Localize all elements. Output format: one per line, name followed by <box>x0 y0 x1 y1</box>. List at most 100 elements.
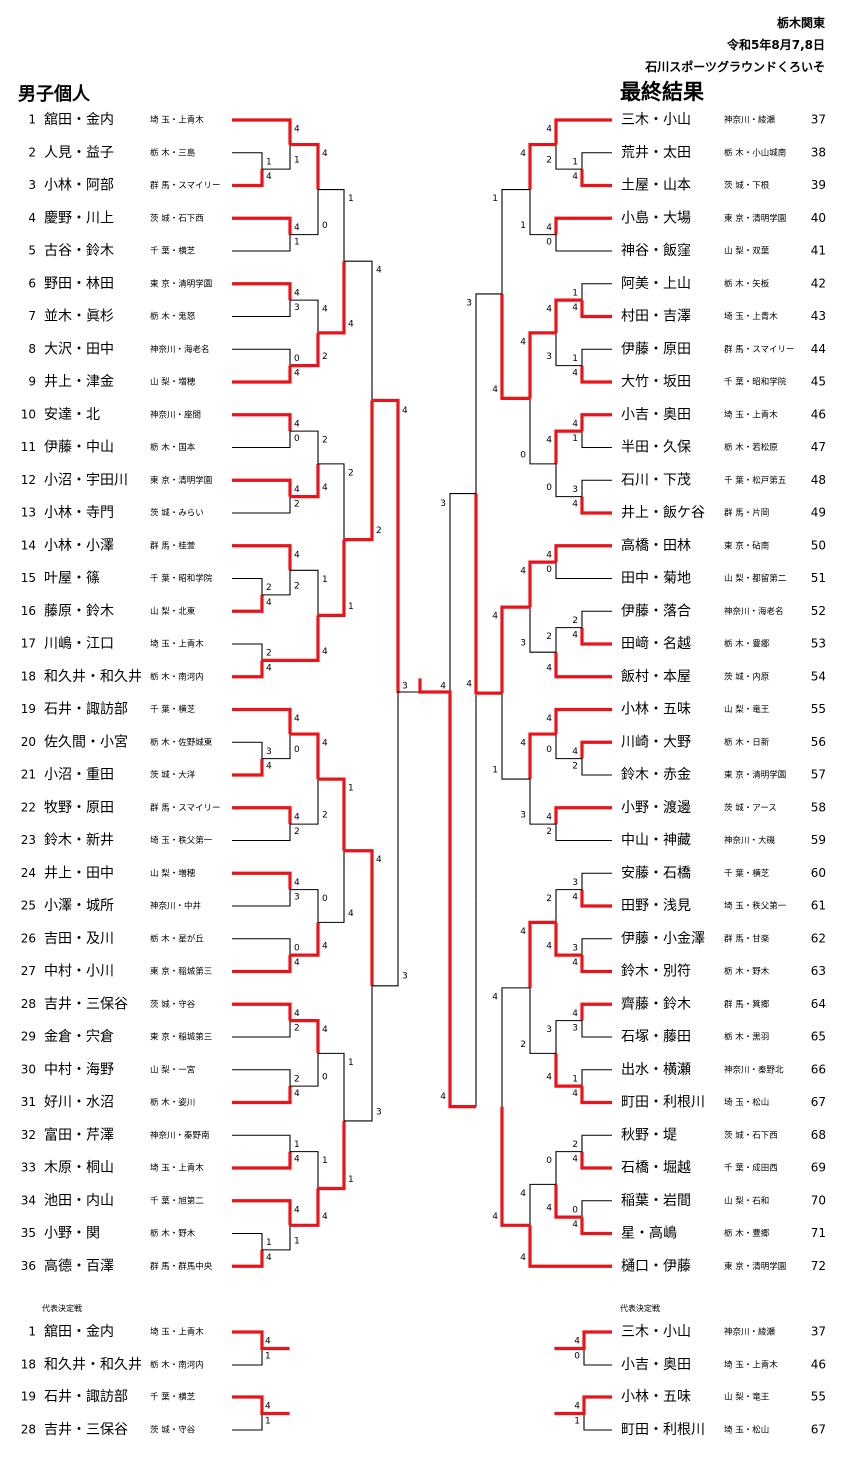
player-club: 千 葉・昭和学院 <box>724 377 787 388</box>
player-number: 30 <box>21 1062 36 1076</box>
bracket-line <box>232 413 292 432</box>
bracket-line <box>290 1188 320 1227</box>
player-number: 64 <box>811 997 826 1011</box>
bracket-line <box>232 871 292 890</box>
player-number: 44 <box>811 342 826 356</box>
bracket-line <box>344 849 374 986</box>
match-score: 1 <box>574 1417 580 1427</box>
match-score: 4 <box>266 1253 272 1263</box>
player-club: 埼 玉・秩父第一 <box>150 835 213 846</box>
player-number: 4 <box>28 211 36 225</box>
player-club: 群 馬・群馬中央 <box>150 1261 213 1272</box>
player-name: 出水・横瀬 <box>621 1062 691 1078</box>
bracket-line <box>582 1330 612 1349</box>
match-score: 4 <box>294 878 300 888</box>
match-score: 4 <box>492 385 498 395</box>
match-score: 4 <box>322 149 328 159</box>
match-score: 4 <box>322 647 328 657</box>
player-club: 神奈川・綾瀬 <box>724 115 776 126</box>
bracket-line <box>554 216 612 235</box>
match-score: 1 <box>294 238 300 248</box>
right-title: 最終結果 <box>620 80 704 104</box>
bracket-line <box>555 144 582 170</box>
match-score: 4 <box>492 612 498 622</box>
match-score: 4 <box>546 942 552 952</box>
player-club: 茨 城・石下西 <box>150 213 204 224</box>
bracket-line <box>290 142 320 190</box>
bracket-line <box>580 300 612 319</box>
player-name: 小林・阿部 <box>44 178 114 194</box>
player-club: 埼 玉・上青木 <box>150 639 204 650</box>
player-number: 66 <box>811 1062 826 1076</box>
bracket-line <box>318 261 346 335</box>
player-name: 好川・水沼 <box>44 1095 114 1111</box>
match-score: 4 <box>492 1212 498 1222</box>
match-score: 1 <box>322 575 328 585</box>
player-number: 49 <box>811 506 826 520</box>
bracket-line <box>232 152 263 170</box>
player-number: 13 <box>21 506 36 520</box>
match-score: 4 <box>294 369 300 379</box>
player-number: 25 <box>21 899 36 913</box>
player-name: 和久井・和久井 <box>44 1357 142 1373</box>
player-name: 小野・関 <box>44 1226 100 1242</box>
player-number: 59 <box>811 833 826 847</box>
match-score: 4 <box>572 500 578 510</box>
player-club: 埼 玉・松山 <box>724 1425 769 1436</box>
bracket-line <box>474 493 502 695</box>
bracket-line <box>554 118 612 145</box>
match-score: 4 <box>546 714 552 724</box>
bracket-line <box>232 300 291 318</box>
player-number: 58 <box>811 800 826 814</box>
match-score: 4 <box>572 419 578 429</box>
match-score: 3 <box>294 303 300 313</box>
player-club: 東 京・清明学園 <box>150 278 212 289</box>
player-name: 高橋・田林 <box>621 537 691 554</box>
player-name: 井上・津金 <box>44 374 114 390</box>
match-score: 3 <box>376 1107 382 1117</box>
bracket-line <box>232 1395 264 1414</box>
bracket-line <box>529 987 556 1054</box>
match-score: 4 <box>440 682 446 692</box>
player-name: 鈴木・新井 <box>44 833 114 849</box>
bracket-line <box>232 1199 292 1226</box>
bracket-line <box>232 824 291 842</box>
player-club: 山 梨・竜王 <box>724 704 770 715</box>
player-club: 栃 木・鬼怒 <box>150 311 196 322</box>
player-number: 24 <box>21 866 36 880</box>
match-score: 4 <box>546 663 552 673</box>
player-club: 群 馬・片岡 <box>724 508 769 519</box>
player-name: 小吉・奥田 <box>621 1356 691 1373</box>
player-name: 大竹・坂田 <box>621 374 691 390</box>
player-number: 8 <box>28 342 36 356</box>
match-score: 2 <box>546 156 552 166</box>
player-club: 茨 城・みらい <box>150 508 204 519</box>
bracket-line <box>501 693 530 780</box>
player-club: 東 京・清明学園 <box>724 1261 786 1272</box>
player-number: 35 <box>21 1226 36 1240</box>
player-name: 池田・内山 <box>44 1193 114 1209</box>
player-number: 72 <box>811 1259 826 1273</box>
match-score: 0 <box>546 1156 552 1166</box>
match-score: 4 <box>572 958 578 968</box>
player-number: 29 <box>21 1030 36 1044</box>
player-name: 鈴木・赤金 <box>621 767 691 783</box>
match-score: 4 <box>348 319 354 329</box>
player-name: 金倉・宍倉 <box>44 1029 114 1045</box>
player-club: 東 京・砧南 <box>724 540 769 551</box>
bracket-line <box>500 1106 530 1227</box>
player-number: 45 <box>811 375 826 389</box>
player-club: 山 梨・増穂 <box>150 377 196 388</box>
player-number: 46 <box>811 407 826 421</box>
bracket-line <box>318 189 345 262</box>
player-number: 55 <box>811 1390 826 1404</box>
match-score: 3 <box>546 352 552 362</box>
match-score: 0 <box>546 745 552 755</box>
player-number: 37 <box>811 1325 826 1339</box>
bracket-line <box>555 889 582 923</box>
player-club: 千 葉・横芝 <box>724 868 770 879</box>
player-number: 18 <box>21 1358 36 1372</box>
match-score: 4 <box>294 714 300 724</box>
player-club: 神奈川・海老名 <box>724 606 784 617</box>
player-name: 佐久間・小宮 <box>44 734 128 750</box>
